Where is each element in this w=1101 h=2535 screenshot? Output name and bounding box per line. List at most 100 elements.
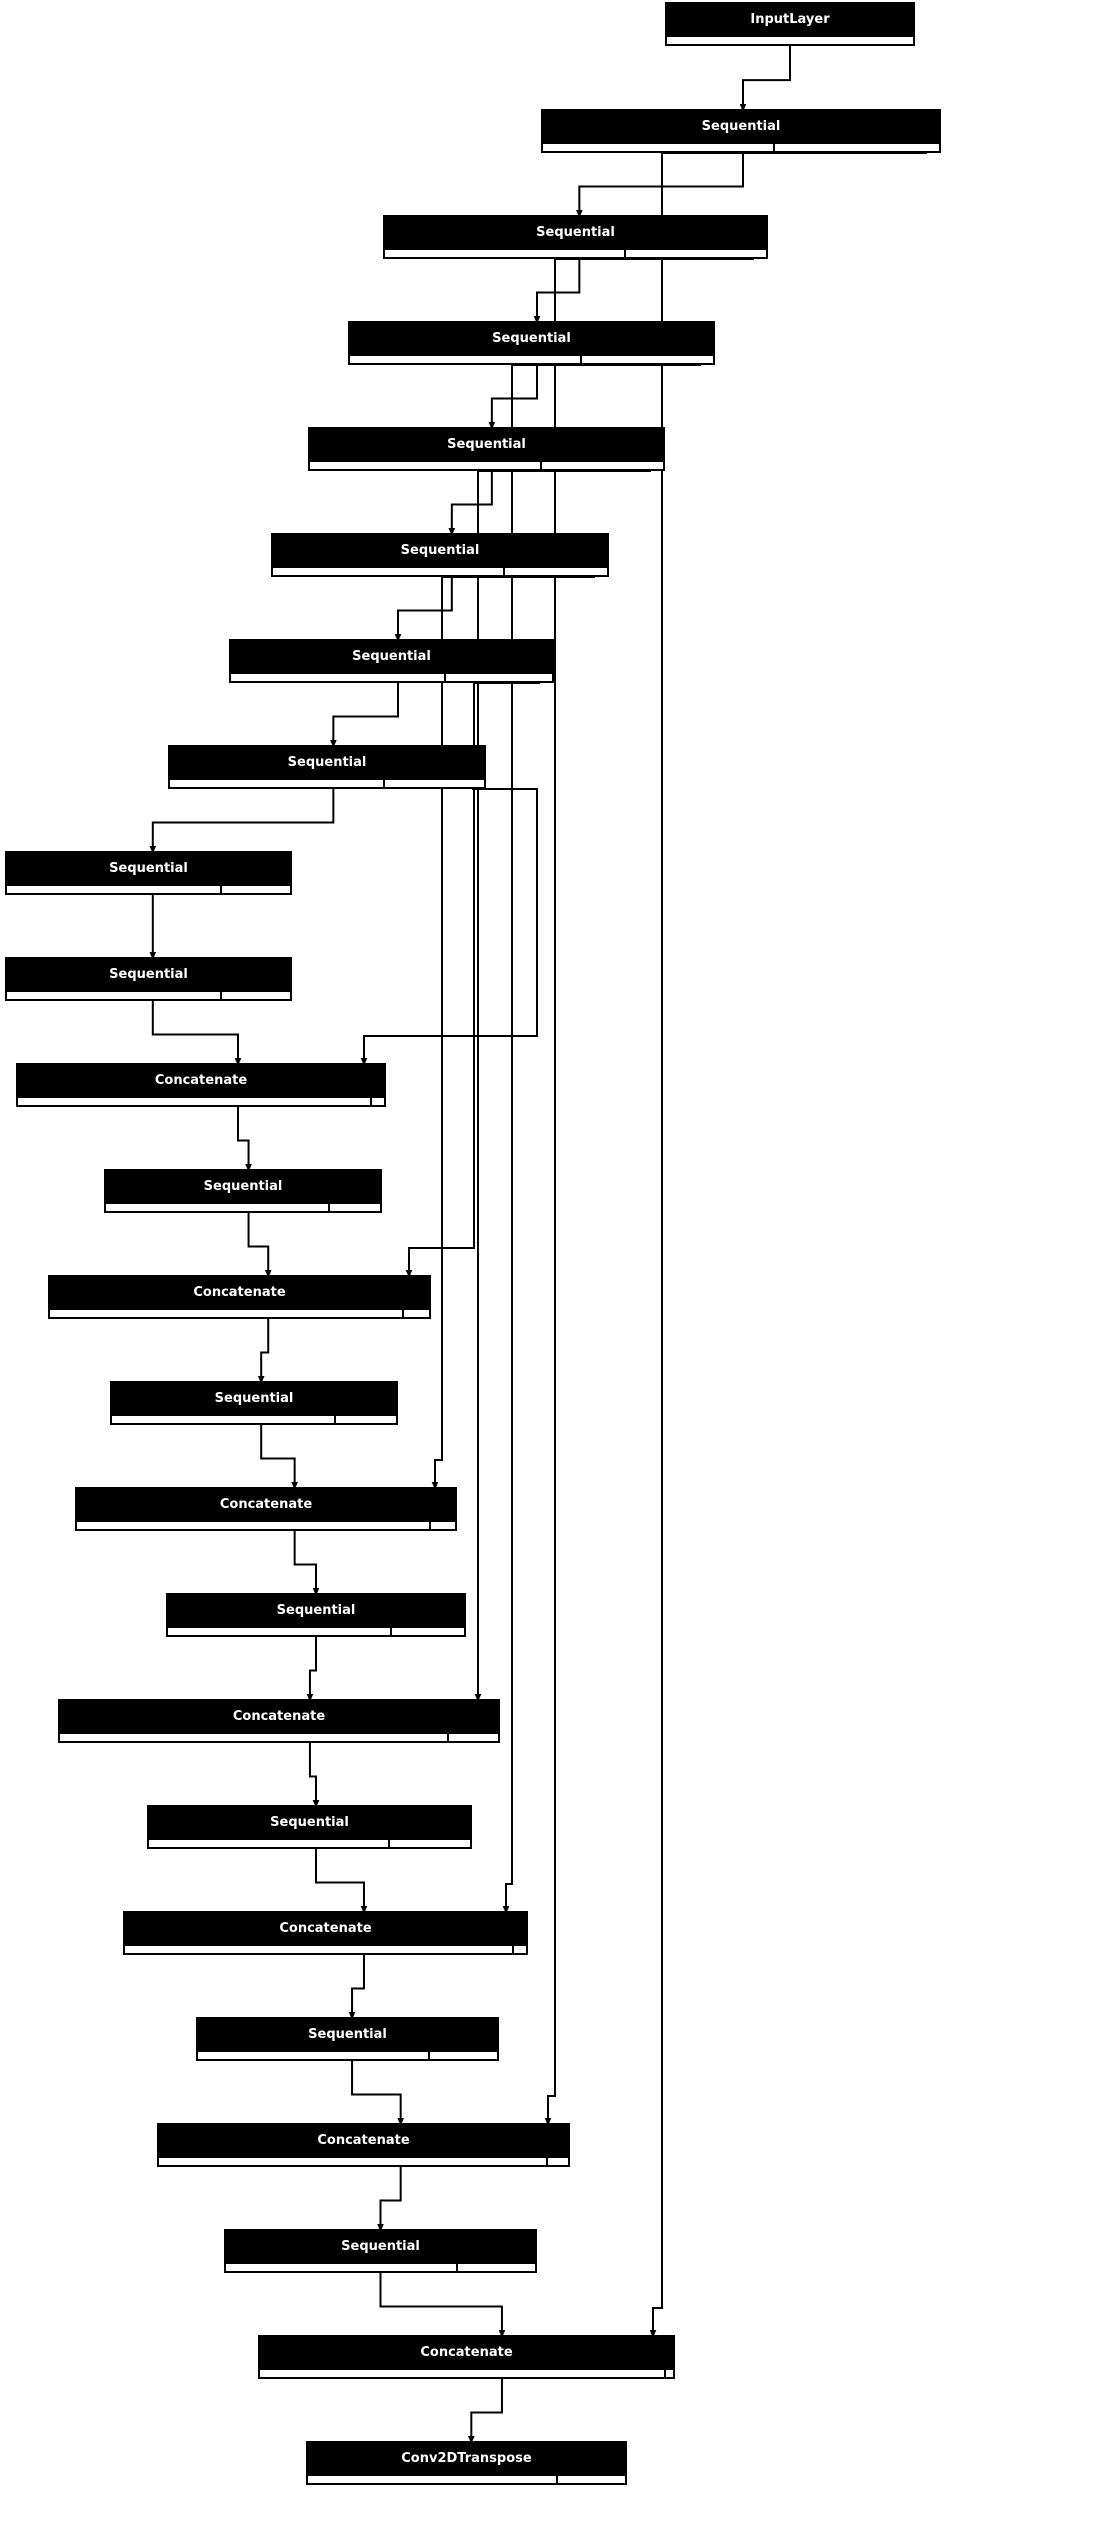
layer-node-shapes: Input shape: (None, 1, 1, 512) Output sha…	[7, 990, 290, 999]
layer-node-concatenate[interactable]: ConcatenateInput shape: [(None, 32, 32, …	[123, 1911, 528, 1955]
layer-node-concatenate[interactable]: ConcatenateInput shape: [(None, 128, 128…	[258, 2335, 675, 2379]
input-shape-label: Input shape:	[549, 150, 627, 151]
layer-node-title: Sequential	[112, 1383, 396, 1414]
layer-node-concatenate[interactable]: ConcatenateInput shape: [(None, 2, 2, 51…	[16, 1063, 386, 1107]
output-shape-label: Output shape:	[781, 150, 870, 151]
output-shape-value: (None, 16, 16, 512)	[642, 468, 663, 469]
output-shape-label: Output shape:	[336, 1210, 380, 1211]
output-shape-label: Output shape:	[675, 43, 764, 44]
layer-node-shapes: Output shape: (None, 256, 256, 3)	[667, 35, 913, 44]
layer-node-concatenate[interactable]: ConcatenateInput shape: [(None, 8, 8, 51…	[75, 1487, 457, 1531]
layer-input-shape: Input shape: (None, 2, 2, 512)	[7, 886, 222, 893]
input-shape-label: Input shape:	[131, 1952, 209, 1953]
layer-node-sequential[interactable]: SequentialInput shape: (None, 16, 16, 51…	[271, 533, 609, 577]
input-shape-value: (None, 4, 4, 1024)	[200, 1422, 327, 1423]
layer-node-title: Concatenate	[18, 1065, 384, 1096]
layer-node-sequential[interactable]: SequentialInput shape: (None, 64, 64, 25…	[224, 2229, 537, 2273]
output-shape-value: (None, 2, 2, 512)	[484, 787, 486, 789]
output-shape-label: Output shape:	[436, 2058, 497, 2059]
layer-node-sequential[interactable]: SequentialInput shape: (None, 8, 8, 1024…	[166, 1593, 466, 1637]
input-shape-value: (None, 8, 8, 512)	[319, 680, 438, 681]
output-shape-label: Output shape:	[520, 1952, 526, 1953]
layer-node-sequential[interactable]: SequentialInput shape: (None, 8, 8, 512)…	[229, 639, 554, 683]
edge-n3-to-n18	[502, 364, 701, 1914]
input-shape-value: (None, 16, 16, 512)	[361, 574, 497, 575]
output-shape-label: Output shape:	[228, 998, 290, 999]
layer-output-shape: Output shape: (None, 8, 8, 512)	[335, 1416, 396, 1423]
layer-input-shape: Input shape: [(None, 8, 8, 512), (None, …	[77, 1522, 432, 1529]
layer-node-sequential[interactable]: SequentialInput shape: (None, 4, 4, 512)…	[168, 745, 486, 789]
output-shape-label: Output shape:	[632, 256, 721, 257]
input-shape-value: (None, 64, 64, 128)	[438, 362, 574, 363]
input-shape-value: [(None, 2, 2, 512), (None, 2, 2, 512)]	[106, 1104, 364, 1105]
input-shape-label: Input shape:	[112, 1210, 190, 1211]
layer-node-sequential[interactable]: SequentialInput shape: (None, 2, 2, 1024…	[104, 1169, 382, 1213]
edge-n0-to-n1	[739, 46, 791, 112]
layer-node-sequential[interactable]: SequentialInput shape: (None, 4, 4, 1024…	[110, 1381, 398, 1425]
layer-input-shape: Input shape: (None, 64, 64, 256)	[226, 2264, 459, 2271]
input-shape-label: Input shape:	[176, 786, 254, 787]
input-shape-value: (None, 16, 16, 1024)	[237, 1846, 382, 1847]
layer-input-shape: Input shape: (None, 16, 16, 1024)	[149, 1840, 390, 1847]
input-shape-label: Input shape:	[118, 1422, 196, 1423]
output-shape-label: Output shape:	[228, 892, 290, 893]
layer-node-sequential[interactable]: SequentialInput shape: (None, 2, 2, 512)…	[5, 851, 292, 895]
layer-input-shape: Input shape: (None, 32, 32, 256)	[310, 462, 543, 469]
input-shape-label: Input shape:	[316, 468, 394, 469]
layer-node-conv2dtranspose[interactable]: Conv2DTransposeInput shape: (None, 128, …	[306, 2441, 627, 2485]
layer-output-shape: Output shape: (None, 2, 2, 512)	[384, 780, 486, 789]
layer-input-shape: Input shape: (None, 1, 1, 512)	[7, 992, 222, 999]
layer-input-shape: Input shape: (None, 2, 2, 1024)	[106, 1204, 330, 1211]
input-shape-label: Input shape:	[24, 1104, 102, 1105]
input-shape-label: Input shape:	[232, 2270, 310, 2271]
layer-node-concatenate[interactable]: ConcatenateInput shape: [(None, 16, 16, …	[58, 1699, 500, 1743]
layer-node-sequential[interactable]: SequentialInput shape: (None, 32, 32, 25…	[308, 427, 665, 471]
edge-n12-to-n13	[257, 1319, 270, 1384]
edge-n1-to-n2	[575, 153, 744, 218]
input-shape-label: Input shape:	[155, 1846, 233, 1847]
input-shape-label: Input shape:	[356, 362, 434, 363]
layer-input-shape: Input shape: (None, 4, 4, 512)	[170, 780, 385, 787]
layer-output-shape: Output shape: (None, 64, 64, 128)	[430, 2052, 497, 2059]
input-shape-value: (None, 4, 4, 512)	[258, 786, 377, 787]
layer-node-shapes: Input shape: [(None, 64, 64, 128), (None…	[159, 2156, 568, 2165]
layer-node-sequential[interactable]: SequentialInput shape: (None, 128, 128, …	[383, 215, 768, 259]
layer-node-title: Sequential	[385, 217, 766, 248]
layer-output-shape: Output shape: (None, 1, 1, 512)	[221, 886, 290, 893]
layer-node-sequential[interactable]: SequentialInput shape: (None, 1, 1, 512)…	[5, 957, 292, 1001]
layer-node-title: Sequential	[310, 429, 663, 460]
layer-node-title: Concatenate	[159, 2125, 568, 2156]
layer-node-shapes: Input shape: (None, 128, 128, 128)Output…	[308, 2474, 625, 2483]
layer-input-shape: Input shape: (None, 128, 128, 128)	[308, 2476, 558, 2483]
layer-node-inputlayer[interactable]: InputLayerOutput shape: (None, 256, 256,…	[665, 2, 915, 46]
layer-node-shapes: Input shape: (None, 32, 32, 256)Output s…	[310, 460, 663, 469]
layer-node-shapes: Input shape: [(None, 2, 2, 512), (None, …	[18, 1096, 384, 1105]
layer-input-shape: Input shape: (None, 8, 8, 1024)	[168, 1628, 392, 1635]
layer-node-title: Sequential	[198, 2019, 497, 2050]
layer-node-sequential[interactable]: SequentialInput shape: (None, 32, 32, 51…	[196, 2017, 499, 2061]
layer-node-sequential[interactable]: SequentialInput shape: (None, 16, 16, 10…	[147, 1805, 472, 1849]
layer-node-title: Sequential	[273, 535, 607, 566]
edge-n22-to-n23	[467, 2379, 503, 2444]
layer-output-shape: Output shape: (None, 128, 128, 64)	[458, 2264, 535, 2271]
layer-node-concatenate[interactable]: ConcatenateInput shape: [(None, 64, 64, …	[157, 2123, 570, 2167]
layer-node-shapes: Input shape: (None, 64, 64, 256)Output s…	[226, 2262, 535, 2271]
layer-output-shape: Output shape: (None, 32, 32, 512)	[513, 1946, 526, 1953]
layer-node-sequential[interactable]: SequentialInput shape: (None, 256, 256, …	[541, 109, 941, 153]
layer-input-shape: Input shape: (None, 16, 16, 512)	[273, 568, 506, 575]
layer-output-shape: Output shape: (None, 16, 16, 512)	[542, 462, 663, 469]
input-shape-value: (None, 256, 256, 3)	[631, 150, 767, 151]
layer-output-shape: Output shape: (None, 256, 256, 3)	[557, 2476, 625, 2483]
layer-node-shapes: Input shape: (None, 4, 4, 1024) Output sh…	[112, 1414, 396, 1423]
edge-n10-to-n11	[237, 1107, 252, 1172]
layer-node-concatenate[interactable]: ConcatenateInput shape: [(None, 4, 4, 51…	[48, 1275, 431, 1319]
layer-node-title: Sequential	[226, 2231, 535, 2262]
output-shape-label: Output shape:	[437, 1528, 455, 1529]
output-shape-value: (None, 32, 32, 256)	[682, 362, 713, 363]
layer-node-sequential[interactable]: SequentialInput shape: (None, 64, 64, 12…	[348, 321, 715, 365]
edge-n19-to-n20	[351, 2061, 405, 2126]
layer-node-shapes: Input shape: (None, 8, 8, 1024)Output sh…	[168, 1626, 464, 1635]
edge-n5-to-n14	[431, 576, 595, 1490]
layer-output-shape: Output shape: (None, 64, 64, 128)	[626, 250, 766, 257]
